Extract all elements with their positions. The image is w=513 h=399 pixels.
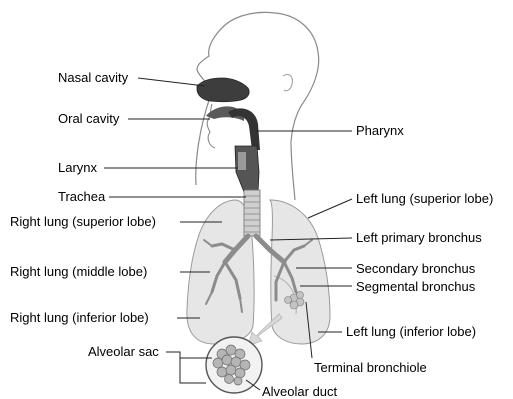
label-left-lung-superior: Left lung (superior lobe) [356, 191, 493, 206]
pharynx-shape [228, 108, 260, 150]
label-nasal-cavity: Nasal cavity [58, 70, 128, 85]
label-oral-cavity: Oral cavity [58, 111, 119, 126]
label-right-lung-inferior: Right lung (inferior lobe) [10, 310, 149, 325]
label-secondary-bronchus: Secondary bronchus [356, 261, 475, 276]
label-terminal-bronchiole: Terminal bronchiole [314, 360, 427, 375]
label-right-lung-superior: Right lung (superior lobe) [10, 214, 156, 229]
ear-outline [283, 74, 292, 90]
label-right-lung-middle: Right lung (middle lobe) [10, 264, 147, 279]
label-left-lung-inferior: Left lung (inferior lobe) [346, 324, 476, 339]
larynx-highlight [238, 152, 246, 170]
nasal-cavity-shape [197, 78, 249, 102]
label-alveolar-duct: Alveolar duct [262, 384, 337, 399]
label-larynx: Larynx [58, 160, 97, 175]
label-trachea: Trachea [58, 189, 105, 204]
label-alveolar-sac: Alveolar sac [88, 344, 159, 359]
label-pharynx: Pharynx [356, 123, 404, 138]
trachea-shape [244, 190, 260, 236]
label-left-primary-bronchus: Left primary bronchus [356, 230, 482, 245]
label-segmental-bronchus: Segmental bronchus [356, 279, 475, 294]
